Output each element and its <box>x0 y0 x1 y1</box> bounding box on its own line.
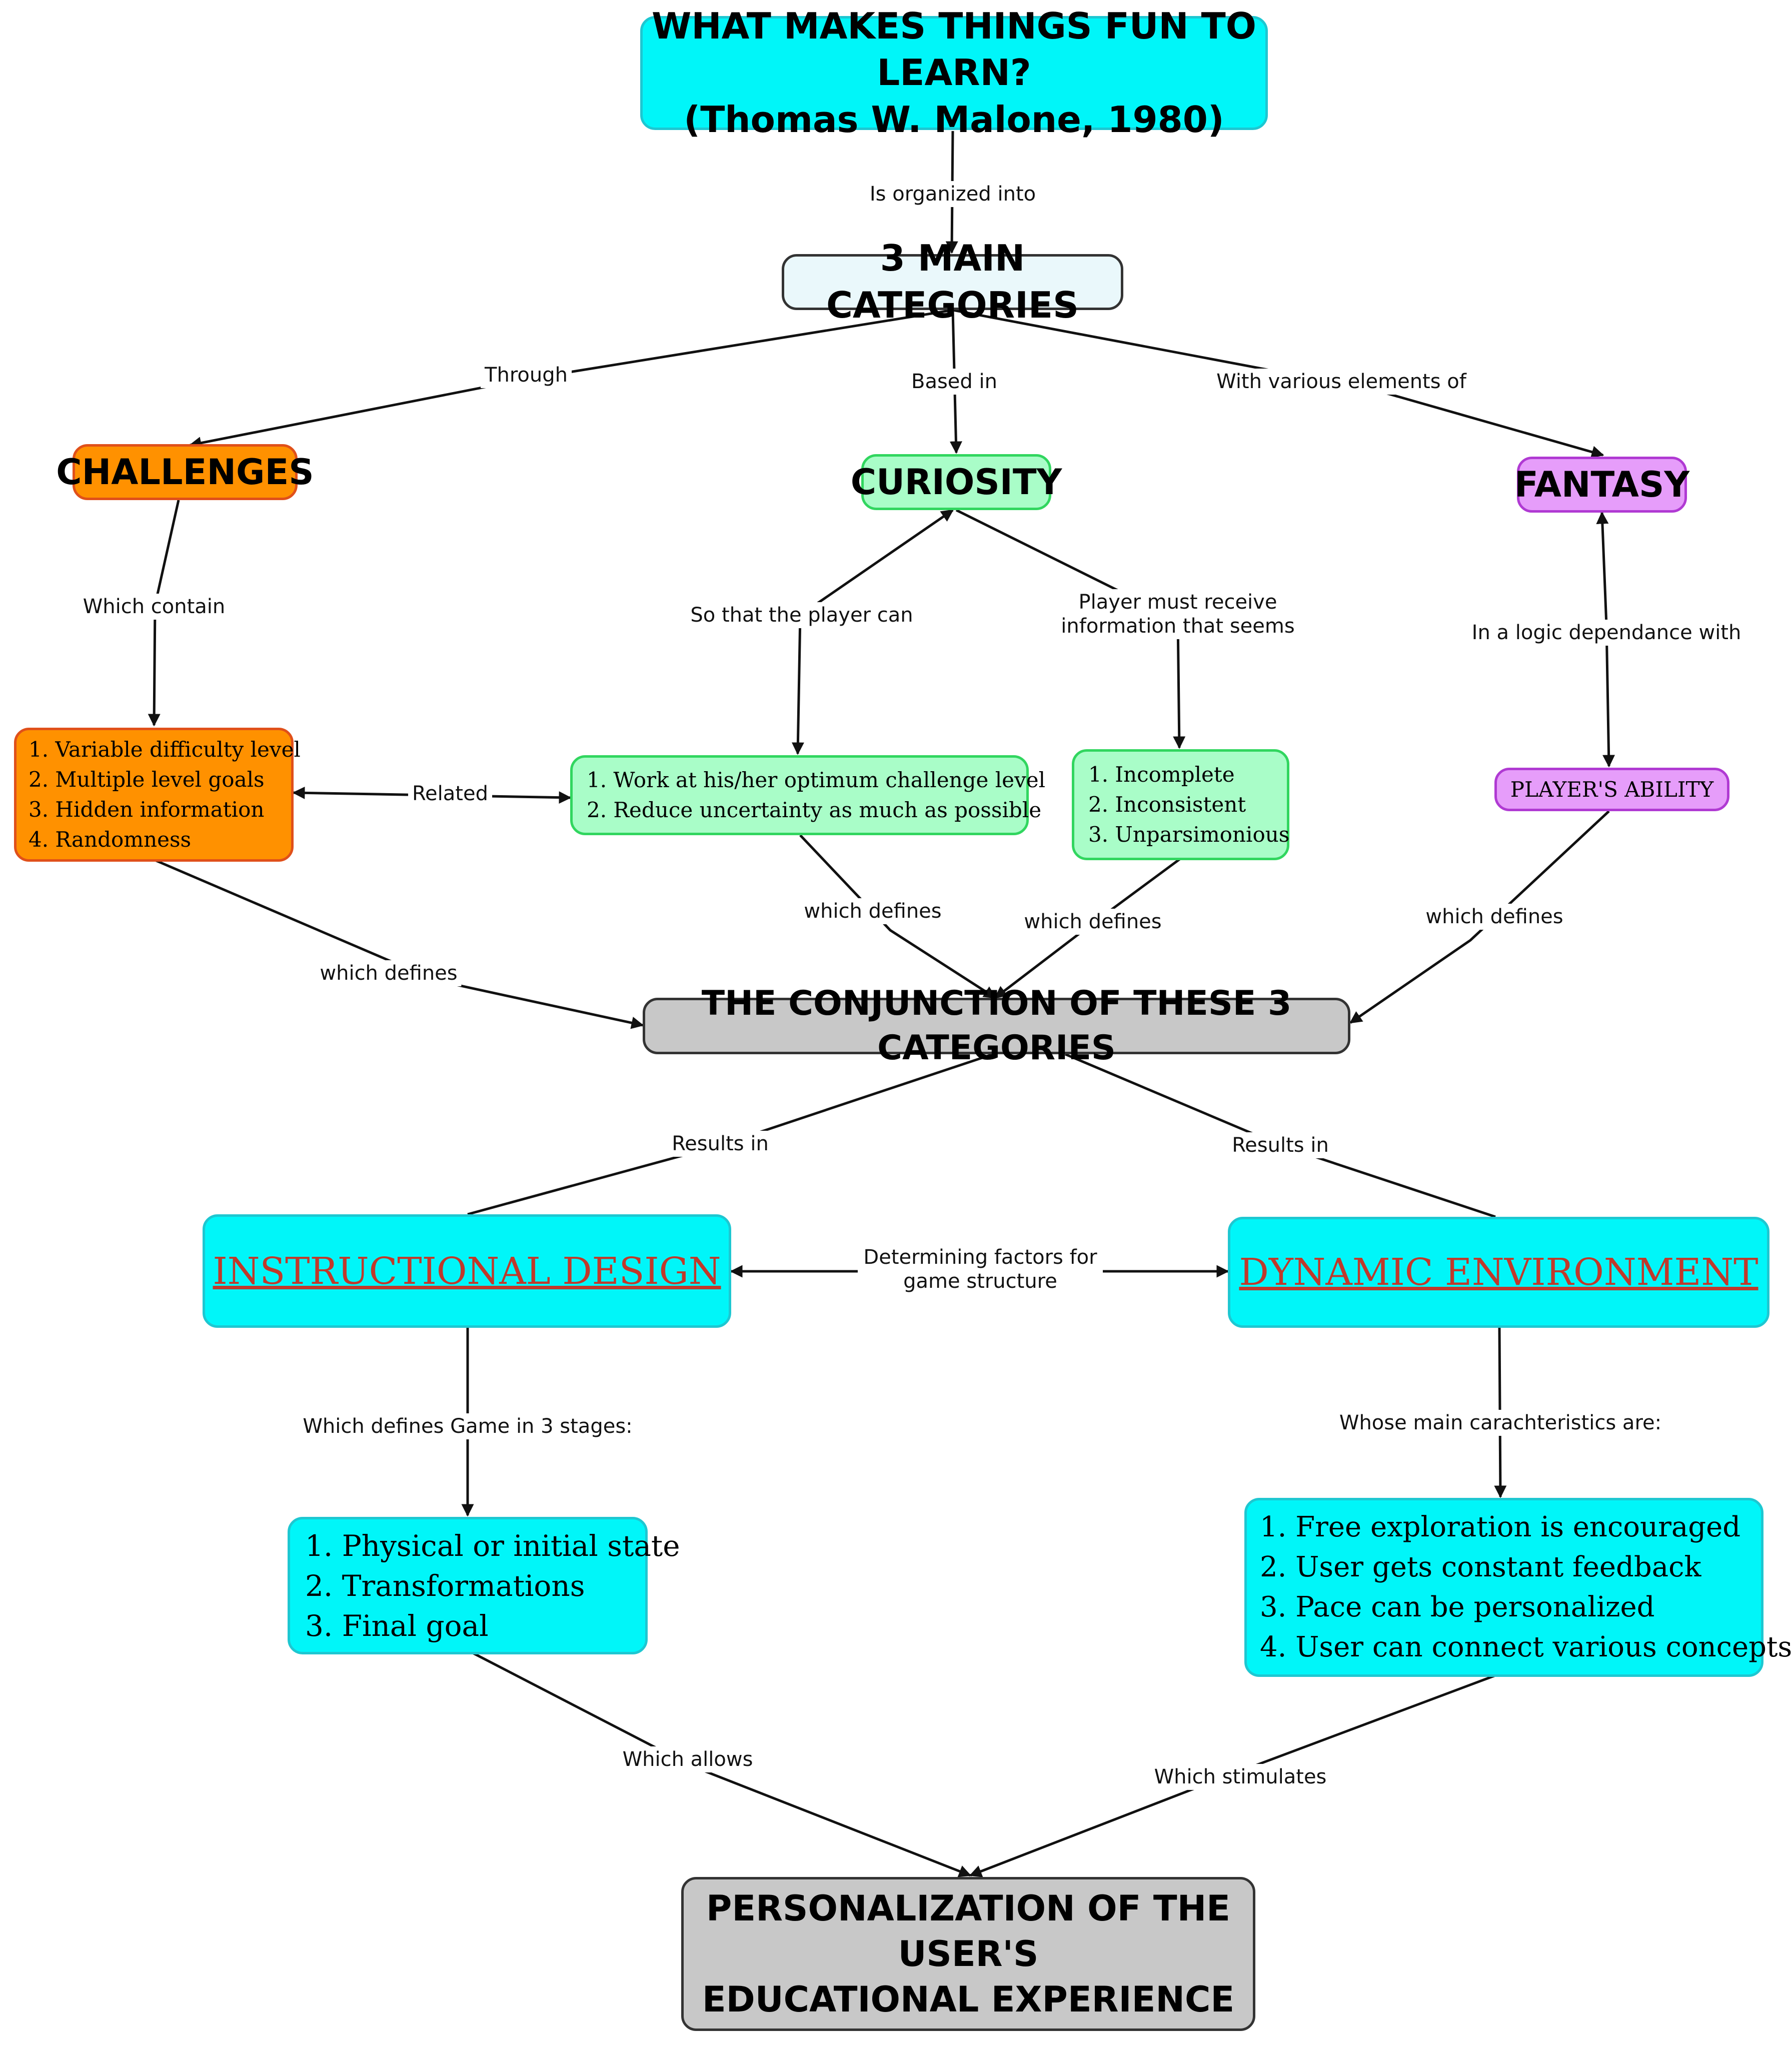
label-so-that: So that the player can <box>686 602 917 628</box>
instructional-design-link[interactable]: INSTRUCTIONAL DESIGN <box>213 1249 721 1293</box>
list-item: 2. User gets constant feedback <box>1260 1551 1701 1583</box>
label-determining-line-2: game structure <box>903 1270 1057 1293</box>
list-item: 2. Inconsistent <box>1088 792 1246 817</box>
players-ability-label: PLAYER'S ABILITY <box>1510 777 1714 802</box>
dynamic-environment-node[interactable]: DYNAMIC ENVIRONMENT <box>1228 1217 1769 1328</box>
list-item: 1. Incomplete <box>1088 762 1235 787</box>
label-related: Related <box>408 781 492 807</box>
label-various-elements: With various elements of <box>1212 369 1470 395</box>
characteristics-list-node: 1. Free exploration is encouraged 2. Use… <box>1244 1498 1792 1677</box>
curiosity-player-list-node: 1. Work at his/her optimum challenge lev… <box>570 755 1045 835</box>
list-item: 4. User can connect various concepts <box>1260 1631 1792 1663</box>
label-which-contain: Which contain <box>79 594 230 620</box>
main-categories-node: 3 MAIN CATEGORIES <box>782 237 1123 326</box>
list-item: 1. Variable difficulty level <box>29 737 301 762</box>
personalization-line-2: EDUCATIONAL EXPERIENCE <box>702 1978 1235 2020</box>
fantasy-node: FANTASY <box>1514 457 1690 513</box>
list-item: 2. Multiple level goals <box>29 767 265 792</box>
characteristics-list: 1. Free exploration is encouraged 2. Use… <box>1260 1507 1792 1667</box>
label-main-characteristics: Whose main carachteristics are: <box>1335 1410 1666 1436</box>
curiosity-label: CURIOSITY <box>850 461 1062 503</box>
label-defines-player: which defines <box>800 898 946 924</box>
list-item: 3. Unparsimonious <box>1088 822 1290 847</box>
dynamic-environment-link[interactable]: DYNAMIC ENVIRONMENT <box>1239 1251 1758 1294</box>
curiosity-player-list: 1. Work at his/her optimum challenge lev… <box>587 765 1045 825</box>
edge-defines-challenges <box>155 859 644 1029</box>
list-item: 1. Physical or initial state <box>305 1528 680 1563</box>
curiosity-node: CURIOSITY <box>851 454 1062 510</box>
label-logic-dependance: In a logic dependance with <box>1467 620 1745 646</box>
challenges-list: 1. Variable difficulty level 2. Multiple… <box>29 735 301 855</box>
list-item: 1. Work at his/her optimum challenge lev… <box>587 768 1046 792</box>
edge-defines-player <box>799 834 997 999</box>
curiosity-info-list: 1. Incomplete 2. Inconsistent 3. Unparsi… <box>1088 760 1289 850</box>
list-item: 1. Free exploration is encouraged <box>1260 1511 1741 1543</box>
title-line-2: (Thomas W. Malone, 1980) <box>684 98 1224 141</box>
title-node: WHAT MAKES THINGS FUN TO LEARN? (Thomas … <box>640 5 1268 141</box>
label-defines-game: Which defines Game in 3 stages: <box>299 1413 637 1439</box>
challenges-list-node: 1. Variable difficulty level 2. Multiple… <box>14 728 301 862</box>
label-which-stimulates: Which stimulates <box>1150 1764 1331 1790</box>
personalization-line-1: PERSONALIZATION OF THE USER'S <box>706 1887 1230 1974</box>
label-must-receive-line-2: information that seems <box>1061 615 1295 638</box>
list-item: 3. Hidden information <box>29 797 265 822</box>
personalization-node: PERSONALIZATION OF THE USER'S EDUCATIONA… <box>681 1877 1255 2031</box>
instructional-design-node[interactable]: INSTRUCTIONAL DESIGN <box>203 1214 731 1328</box>
list-item: 3. Pace can be personalized <box>1260 1591 1655 1623</box>
list-item: 2. Transformations <box>305 1568 585 1603</box>
conjunction-node: THE CONJUNCTION OF THESE 3 CATEGORIES <box>643 984 1350 1068</box>
fantasy-label: FANTASY <box>1514 464 1690 505</box>
label-defines-challenges: which defines <box>316 960 462 986</box>
edge-so-that <box>791 509 954 755</box>
curiosity-info-list-node: 1. Incomplete 2. Inconsistent 3. Unparsi… <box>1072 749 1289 860</box>
label-defines-ability: which defines <box>1421 904 1567 930</box>
stages-list: 1. Physical or initial state 2. Transfor… <box>305 1526 680 1646</box>
label-results-right: Results in <box>1228 1132 1333 1158</box>
list-item: 3. Final goal <box>305 1608 489 1643</box>
conjunction-label: THE CONJUNCTION OF THESE 3 CATEGORIES <box>701 984 1292 1068</box>
label-results-left: Results in <box>668 1131 773 1157</box>
label-must-receive: Player must receive information that see… <box>1057 589 1299 639</box>
main-categories-label: 3 MAIN CATEGORIES <box>826 237 1079 326</box>
label-determining: Determining factors for game structure <box>859 1244 1101 1294</box>
label-based-in: Based in <box>907 369 1001 395</box>
challenges-node: CHALLENGES <box>56 444 314 500</box>
label-through: Through <box>481 362 572 388</box>
stages-list-node: 1. Physical or initial state 2. Transfor… <box>288 1517 680 1654</box>
players-ability-node: PLAYER'S ABILITY <box>1494 768 1729 811</box>
challenges-label: CHALLENGES <box>56 451 314 493</box>
edge-defines-ability <box>1349 810 1610 1024</box>
label-must-receive-line-1: Player must receive <box>1078 591 1277 614</box>
title-line-1: WHAT MAKES THINGS FUN TO LEARN? <box>652 5 1256 94</box>
list-item: 2. Reduce uncertainty as much as possibl… <box>587 798 1042 822</box>
label-organized: Is organized into <box>865 181 1040 207</box>
label-which-allows: Which allows <box>618 1746 757 1772</box>
list-item: 4. Randomness <box>29 827 192 852</box>
label-determining-line-1: Determining factors for <box>863 1246 1097 1269</box>
label-defines-info: which defines <box>1020 909 1166 935</box>
